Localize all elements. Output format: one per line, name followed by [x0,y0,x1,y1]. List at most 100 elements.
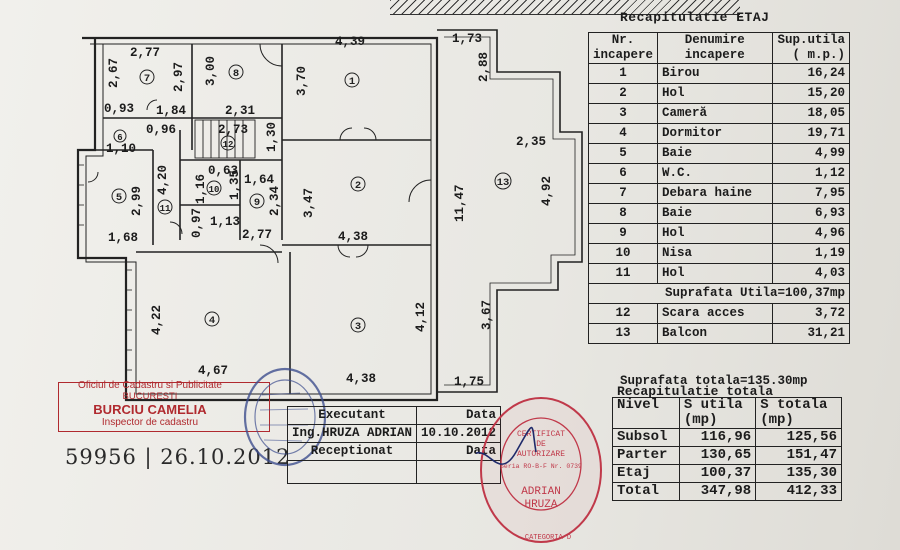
cell-name: W.C. [657,163,773,184]
dim-label: 2,97 [172,62,186,92]
dim-label: 1,16 [194,174,208,204]
cell-val: 4,03 [771,263,851,284]
cell-val: 3,72 [771,303,851,324]
cell-name: Hol [657,223,773,244]
exe-label: Executant [286,406,418,425]
floor-plan: 7 8 1 2 3 4 5 6 9 10 11 12 13 2,77 2,67 … [76,29,583,402]
recep-value-row [286,460,502,484]
exe-header-row: Executant Data [286,406,502,425]
dim-label: 4,92 [540,176,554,206]
cell-name: Birou [657,63,773,84]
dim-label: 1,68 [108,231,138,245]
dim-label: 3,47 [302,188,316,218]
cell-utila: 130,65 [678,446,757,465]
cell-val: 15,20 [771,83,851,104]
cell-nr: 10 [587,243,659,264]
cell-nivel: Total [612,482,680,501]
dim-label: 0,97 [190,208,204,238]
office-stamp-line1: Oficiul de Cadastru si Publicitate [78,380,222,391]
room-number-6: 6 [117,133,122,143]
room-number-5: 5 [116,192,122,204]
dim-label: 3,00 [204,56,218,86]
dim-label: 4,22 [150,305,164,335]
cell-val: 31,21 [771,323,851,344]
exe-value-row: Ing.HRUZA ADRIAN 10.10.2012 [286,424,502,443]
col-totala-unit: (mp) [760,412,794,428]
office-stamp-line3: BURCIU CAMELIA [93,402,207,417]
dim-label: 4,38 [338,230,368,244]
office-stamp-line2: BUCURESTI [122,391,178,402]
cell-name: Debara haine [657,183,773,204]
cell-nr: 7 [587,183,659,204]
cell-nivel: Subsol [612,428,680,447]
cell-nr: 6 [587,163,659,184]
dim-label: 2,77 [242,228,272,242]
dim-label: 2,35 [516,135,546,149]
suprafata-utila: Suprafata Utila=100,37mp [588,283,850,304]
room-number-8: 8 [233,68,239,80]
dim-label: 2,77 [130,46,160,60]
dim-label: 0,96 [146,123,176,137]
auth-stamp-bottom: CATEGORIA D [525,534,571,542]
cell-nivel: Parter [612,446,680,465]
cell-totala: 135,30 [755,464,842,483]
authorization-stamp: CERTIFICAT DE AUTORIZARE Seria RO-B-F Nr… [476,397,602,543]
cell-totala: 412,33 [755,482,842,501]
balcony-inner [444,36,576,386]
dim-label: 2,88 [477,52,491,82]
signature-stroke [476,426,537,465]
cell-name: Dormitor [657,123,773,144]
dim-label: 4,12 [414,302,428,332]
dim-label: 1,73 [452,32,482,46]
dim-label: 1,75 [454,375,484,389]
exe-name: Ing.HRUZA ADRIAN [286,424,418,443]
hatched-border-top [390,0,740,15]
cell-name: Hol [657,83,773,104]
office-stamp: Oficiul de Cadastru si Publicitate BUCUR… [60,380,240,428]
dim-label: 2,73 [218,123,248,137]
auth-stamp-name1: ADRIAN [521,486,561,498]
cell-nr: 2 [587,83,659,104]
cell-val: 18,05 [771,103,851,124]
cell-nr: 4 [587,123,659,144]
col-nr-label-2: incapere [593,48,654,62]
recep-date-value [416,460,502,484]
cell-nr: 13 [587,323,659,344]
auth-stamp-name2: HRUZA [524,499,557,511]
col-nr-header: Nr. incapere [587,32,659,64]
dim-label: 4,20 [156,165,170,195]
recap-header-row: Nr. incapere Denumire incapere Sup.utila… [587,32,851,64]
auth-stamp-l3: AUTORIZARE [517,450,565,459]
dim-label: 3,70 [295,66,309,96]
cell-name: Hol [657,263,773,284]
dim-label: 2,67 [107,58,121,88]
dim-label: 1,30 [265,122,279,152]
dim-label: 2,34 [268,185,282,216]
auth-stamp-l2: DE [536,440,546,449]
room-circles [111,64,512,333]
cell-nr: 11 [587,263,659,284]
room-number-4: 4 [209,315,215,327]
outer-wall-inner [85,43,432,395]
dim-label: 4,38 [346,372,376,386]
recap-etaj-table: Nr. incapere Denumire incapere Sup.utila… [587,32,851,344]
col-nivel-header: Nivel [612,397,680,429]
col-sup-label-2: ( m.p.) [792,48,845,62]
dim-label: 2,99 [130,186,144,216]
room-number-12: 12 [223,140,234,150]
room-number-9: 9 [254,197,260,209]
col-name-label: Denumire [684,33,745,47]
cell-utila: 100,37 [678,464,757,483]
recep-value [286,460,418,484]
cell-nr: 3 [587,103,659,124]
handwritten-registration: 59956 | 26.10.2012 [65,445,291,469]
cell-name: Baie [657,203,773,224]
